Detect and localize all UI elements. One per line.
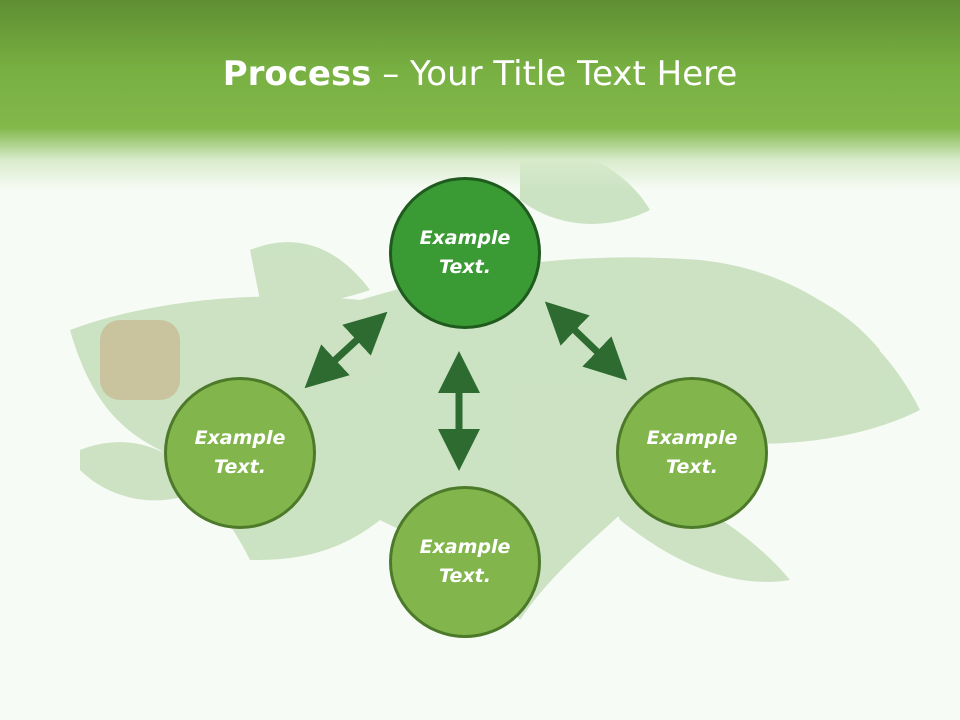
title-bold: Process: [222, 54, 372, 94]
node-top-line2: Text.: [439, 256, 491, 278]
page-title: Process – Your Title Text Here: [0, 50, 960, 98]
node-right-text: Example Text.: [632, 424, 752, 482]
node-left-line2: Text.: [214, 456, 266, 478]
node-right-line1: Example: [646, 427, 738, 449]
node-bottom-line1: Example: [419, 536, 511, 558]
node-left-text: Example Text.: [180, 424, 300, 482]
node-right-line2: Text.: [666, 456, 718, 478]
arrow-top-right: [544, 301, 628, 381]
node-bottom: Example Text.: [389, 486, 541, 638]
title-rest: – Your Title Text Here: [371, 54, 738, 94]
node-bottom-text: Example Text.: [405, 533, 525, 591]
node-top-text: Example Text.: [405, 224, 525, 282]
node-left: Example Text.: [164, 377, 316, 529]
node-bottom-line2: Text.: [439, 565, 491, 587]
node-right: Example Text.: [616, 377, 768, 529]
header-band: [0, 0, 960, 190]
arrow-top-left: [304, 311, 388, 389]
node-top: Example Text.: [389, 177, 541, 329]
node-left-line1: Example: [194, 427, 286, 449]
node-top-line1: Example: [419, 227, 511, 249]
